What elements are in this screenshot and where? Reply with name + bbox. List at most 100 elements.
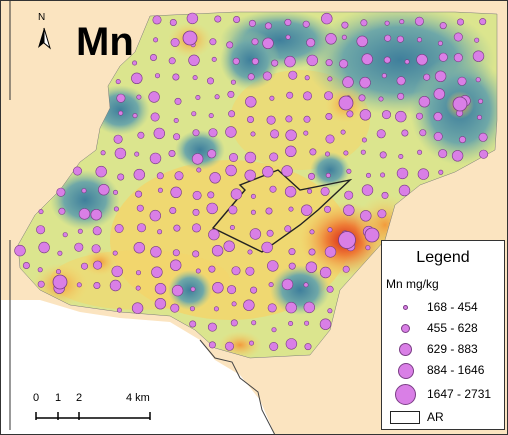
legend-label-2: 455 - 628 (427, 321, 478, 335)
sample-point (207, 149, 217, 159)
legend-symbol-2 (401, 324, 410, 333)
sample-point (414, 16, 424, 26)
sample-point (304, 320, 310, 326)
sample-point (225, 341, 235, 351)
sample-point (396, 35, 404, 43)
sample-point (170, 186, 182, 199)
sample-point (284, 225, 292, 233)
sample-point (341, 21, 349, 29)
legend-class-4: 884 - 1646 (382, 360, 506, 382)
sample-point (174, 97, 182, 105)
sample-point (170, 259, 182, 271)
legend-symbol-4 (398, 363, 414, 379)
sample-point (478, 132, 488, 142)
sample-point (381, 73, 387, 79)
sample-point (250, 209, 256, 215)
sample-point (251, 57, 259, 65)
sample-point (157, 187, 163, 193)
sample-point (38, 209, 44, 215)
sample-points (14, 12, 489, 351)
sample-point (284, 186, 297, 198)
legend-label-4: 884 - 1646 (427, 363, 485, 377)
sample-point (262, 166, 274, 178)
sample-point (195, 95, 201, 101)
legend-label-5: 1647 - 2731 (427, 387, 492, 401)
sample-point (58, 207, 66, 215)
sample-point (457, 76, 467, 86)
sample-point (149, 152, 162, 165)
sample-point (56, 187, 66, 197)
sample-point (92, 226, 102, 236)
sample-point (173, 224, 181, 232)
sample-point (192, 75, 198, 81)
legend-title: Legend (416, 249, 470, 266)
sample-point (288, 320, 294, 326)
sample-point (271, 59, 279, 67)
sample-point (453, 53, 463, 63)
sample-point (396, 76, 406, 86)
sample-point (325, 113, 333, 121)
north-arrow-icon (38, 27, 51, 50)
legend-class-3: 629 - 883 (382, 339, 506, 361)
sample-point (73, 166, 83, 176)
sample-point (476, 114, 482, 120)
sample-point (191, 153, 204, 165)
sample-point (343, 204, 355, 216)
sample-point (148, 91, 160, 103)
sample-point (171, 284, 184, 297)
sample-point (214, 15, 222, 23)
legend-class-1: 168 - 454 (382, 297, 506, 319)
sample-point (303, 301, 315, 314)
sample-point (135, 285, 141, 291)
land-outline (17, 11, 498, 359)
sample-point (211, 245, 224, 257)
sample-point (189, 306, 195, 312)
ar-boundary (211, 169, 353, 253)
legend-symbol-5 (395, 384, 416, 405)
sample-point (268, 282, 274, 288)
sample-point (302, 20, 310, 28)
sample-point (131, 302, 144, 314)
sample-point (359, 76, 371, 89)
sample-point (93, 260, 103, 270)
sample-point (325, 134, 335, 144)
sample-point (456, 18, 464, 26)
sample-point (190, 286, 196, 292)
sample-point (341, 34, 347, 40)
sample-point (285, 338, 298, 350)
sample-point (438, 169, 444, 175)
ar-swatch (390, 411, 420, 424)
sample-point (325, 59, 333, 67)
sample-point (189, 320, 197, 328)
sample-point (262, 71, 272, 81)
scale-tick-3: 4 km (126, 392, 150, 404)
sample-point (209, 38, 217, 46)
sample-point (95, 165, 107, 178)
sample-point (243, 299, 255, 311)
sample-point (307, 172, 315, 180)
sample-point (169, 18, 177, 26)
sample-point (306, 38, 316, 48)
sample-point (365, 245, 371, 251)
sample-point (360, 149, 366, 155)
sample-point (249, 228, 262, 240)
sample-point (288, 70, 298, 80)
sample-point (192, 250, 200, 258)
sample-point (247, 249, 253, 255)
sample-point (302, 91, 312, 101)
sample-point (307, 188, 313, 194)
sample-point (111, 265, 123, 278)
sample-point (438, 149, 448, 159)
sample-point (81, 262, 89, 270)
legend-ar-label: AR (427, 410, 444, 424)
sample-point (208, 113, 214, 119)
sample-point (346, 168, 352, 174)
sample-point (170, 303, 180, 313)
sample-point (225, 164, 237, 177)
sample-point (286, 91, 294, 99)
sample-point (116, 93, 126, 103)
sample-point (339, 59, 349, 69)
sample-point (327, 227, 333, 233)
sample-point (416, 37, 422, 43)
